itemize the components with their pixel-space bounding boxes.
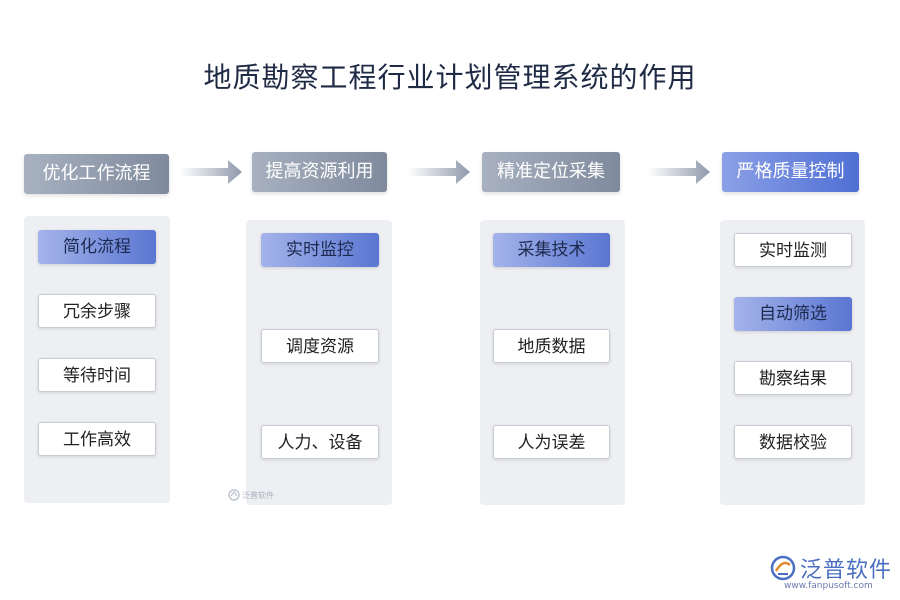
arrow-right-icon [180, 160, 242, 184]
logo-icon [770, 555, 796, 581]
item-human-error: 人为误差 [493, 425, 610, 459]
item-auto-filter: 自动筛选 [734, 297, 852, 331]
column-header-locate: 精准定位采集 [482, 152, 620, 192]
item-survey-results: 勘察结果 [734, 361, 852, 395]
item-simplify-process: 简化流程 [38, 230, 156, 264]
item-data-verification: 数据校验 [734, 425, 852, 459]
column-header-optimize: 优化工作流程 [24, 154, 169, 194]
item-wait-time: 等待时间 [38, 358, 156, 392]
column-header-resource: 提高资源利用 [252, 152, 387, 192]
brand-url: www.fanpusoft.com [784, 581, 873, 591]
logo-icon [228, 489, 240, 501]
brand-logo: 泛普软件 [770, 552, 892, 584]
item-realtime-monitor: 实时监控 [261, 233, 379, 267]
item-manpower-equipment: 人力、设备 [261, 425, 379, 459]
item-efficient-work: 工作高效 [38, 422, 156, 456]
item-realtime-detection: 实时监测 [734, 233, 852, 267]
column-header-quality: 严格质量控制 [722, 152, 859, 192]
watermark-small: 泛普软件 [228, 489, 274, 501]
arrow-right-icon [408, 160, 470, 184]
item-geological-data: 地质数据 [493, 329, 610, 363]
item-collection-tech: 采集技术 [493, 233, 610, 267]
page-title: 地质勘察工程行业计划管理系统的作用 [203, 61, 697, 94]
item-schedule-resources: 调度资源 [261, 329, 379, 363]
brand-name: 泛普软件 [800, 558, 893, 583]
item-redundant-steps: 冗余步骤 [38, 294, 156, 328]
watermark-small-text: 泛普软件 [242, 490, 274, 500]
arrow-right-icon [648, 160, 710, 184]
